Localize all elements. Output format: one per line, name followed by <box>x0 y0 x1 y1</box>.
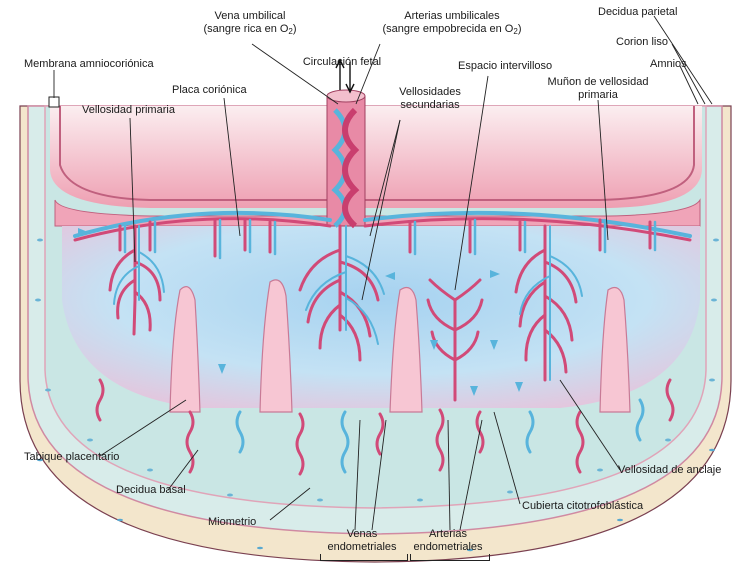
label-espacio-intervilloso: Espacio intervilloso <box>458 60 553 72</box>
villous-tree-spiral-artery <box>426 278 484 402</box>
amniotic-cavity <box>50 106 702 208</box>
endometrial-vessels <box>95 378 675 476</box>
label-vellosidad-anclaje: Vellosidad de anclaje <box>618 464 722 476</box>
label-corion-liso: Corion liso <box>616 36 668 48</box>
arterias-bracket <box>410 554 490 561</box>
leader-lines <box>53 15 713 531</box>
label-arterias-endometriales: Arterias endometriales <box>413 528 483 553</box>
chorionic-vessels <box>73 210 692 260</box>
label-circulacion-fetal: Circulación fetal <box>302 56 382 68</box>
myometrium-cells <box>37 448 715 552</box>
label-munon-vellosidad-primaria: Muñon de vellosidad primaria <box>547 76 649 101</box>
label-vellosidades-secundarias: Vellosidades secundarias <box>399 86 461 111</box>
flow-arrows <box>78 228 523 396</box>
intervillous-space <box>62 226 700 408</box>
label-cubierta-citotrofoblastica: Cubierta citotrofoblástica <box>522 500 644 512</box>
label-placa-corionica: Placa coriónica <box>172 84 247 96</box>
label-vena-umbilical: Vena umbilical (sangre rica en O2) <box>203 10 297 36</box>
label-vellosidad-primaria: Vellosidad primaria <box>82 104 175 116</box>
label-tabique-placentario: Tabique placentario <box>24 451 120 463</box>
villous-tree-right <box>514 224 583 382</box>
decidual-cells <box>35 238 719 502</box>
label-arterias-umbilicales: Arterias umbilicales (sangre empobrecida… <box>382 10 522 36</box>
villous-tree-left <box>108 224 165 336</box>
label-venas-endometriales: Venas endometriales <box>327 528 397 553</box>
label-membrana-amniocorionica: Membrana amniocoriónica <box>24 58 154 70</box>
membrane-marker <box>48 96 60 108</box>
umbilical-cord <box>326 58 366 229</box>
venas-bracket <box>320 554 408 561</box>
placental-septa <box>169 279 631 413</box>
label-miometrio: Miometrio <box>208 516 257 528</box>
label-decidua-parietal: Decidua parietal <box>598 6 678 18</box>
label-amnios: Amnios <box>650 58 687 70</box>
villous-tree-center <box>298 224 385 362</box>
label-decidua-basal: Decidua basal <box>116 484 186 496</box>
